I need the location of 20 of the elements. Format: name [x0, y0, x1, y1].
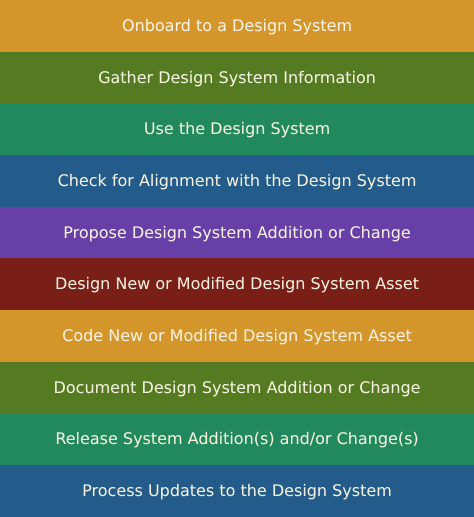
step-band	[0, 0, 474, 52]
step-band	[0, 414, 474, 466]
step-band	[0, 52, 474, 104]
step-band	[0, 103, 474, 156]
step-label: Check for Alignment with the Design System	[56, 170, 418, 191]
step-label: Onboard to a Design System	[120, 16, 354, 36]
step-label: Process Updates to the Design System	[81, 481, 393, 502]
step-band	[0, 465, 474, 517]
step-band	[0, 206, 474, 258]
step-label: Gather Design System Information	[97, 68, 377, 88]
step-label: Release System Addition(s) and/or Change(s)	[54, 429, 420, 450]
step-label: Use the Design System	[142, 119, 332, 140]
step-band	[0, 155, 474, 207]
step-label: Design New or Modified Design System Asset	[54, 274, 420, 294]
step-band	[0, 258, 474, 310]
step-label: Code New or Modified Design System Asset	[61, 326, 413, 346]
step-band	[0, 362, 474, 414]
step-label: Document Design System Addition or Change	[52, 378, 422, 398]
step-band	[0, 310, 474, 362]
step-label: Propose Design System Addition or Change	[62, 222, 412, 243]
